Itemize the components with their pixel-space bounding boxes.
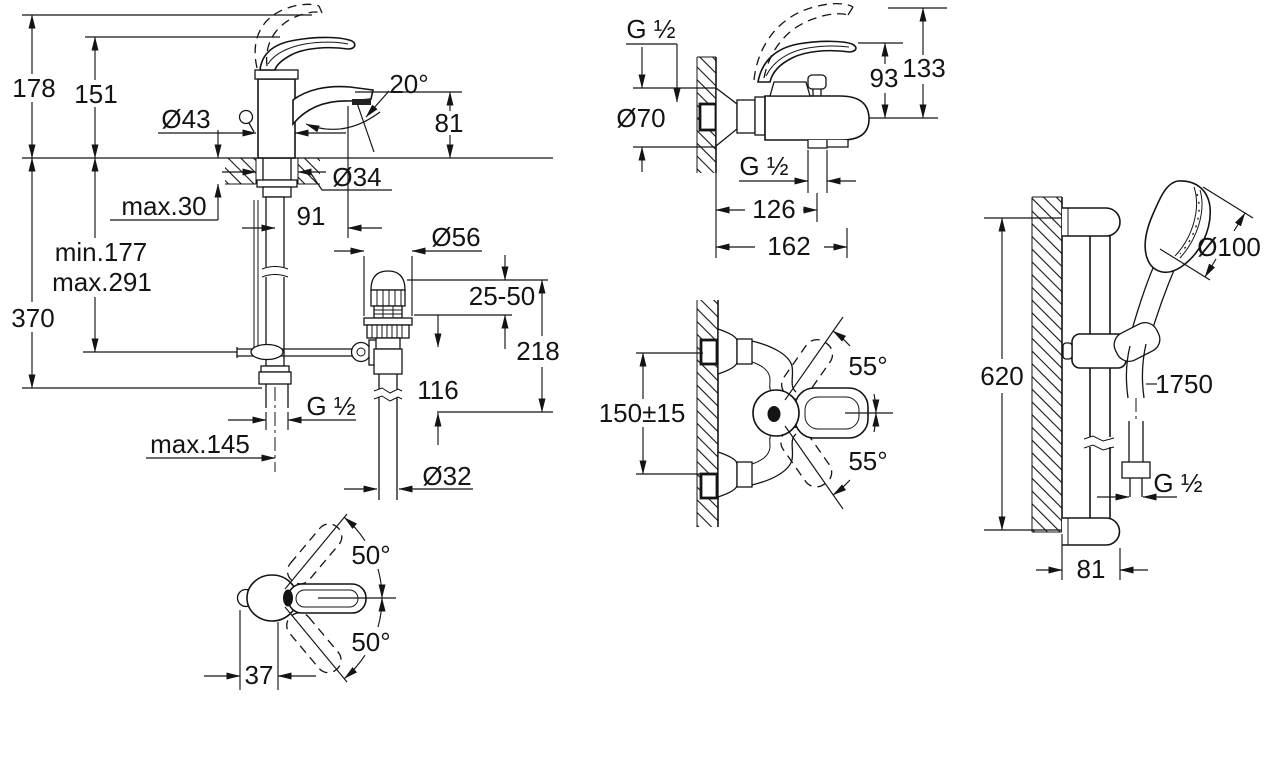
dim-hose-max: max.291 <box>52 267 152 297</box>
wall-hatch <box>1032 197 1062 532</box>
dim-spout-reach: 162 <box>767 231 810 261</box>
faucet-body <box>257 78 296 159</box>
union-nut-bottom <box>736 461 753 488</box>
dim-hose-length: 1750 <box>1155 369 1213 399</box>
dim-spout-height: 151 <box>74 79 117 109</box>
lever-top-hole <box>283 589 293 607</box>
slider-release-tab <box>1062 342 1073 360</box>
pop-up-knob <box>238 109 254 125</box>
shower-outlet-stub <box>807 140 828 149</box>
dim-wall-thread: G ½ <box>626 14 675 44</box>
lever-raised-position <box>254 3 323 69</box>
dim-body-diameter: Ø43 <box>161 104 210 134</box>
escutcheon-top <box>717 328 738 375</box>
lever-handle <box>259 36 356 71</box>
dim-tailpipe-length: 116 <box>417 375 458 405</box>
escutcheon <box>715 86 738 148</box>
dim-spout-projection: 91 <box>297 201 326 231</box>
dim-lever-swing-down: 50° <box>351 627 390 657</box>
washer <box>256 179 298 188</box>
threaded-shank <box>262 157 292 181</box>
bath-mixer-front-view: 55° 55° 150±15 <box>599 300 893 527</box>
deck-hatch-right <box>298 158 320 184</box>
bath-mixer-side-view <box>696 2 938 173</box>
dim-waste-flange-diameter: Ø56 <box>431 222 480 252</box>
rod-joint <box>250 343 284 361</box>
dim-supply-length: 370 <box>11 303 54 333</box>
dim-lever-swing-up: 50° <box>351 540 390 570</box>
diverter-knob <box>807 74 827 90</box>
deck-hatch-left <box>225 158 256 184</box>
bath-mixer-side-dimensions: G ½ Ø70 93 133 G ½ 126 162 <box>616 7 947 261</box>
dim-waste-height: 218 <box>516 336 559 366</box>
dim-bracket-depth: 81 <box>1077 554 1106 584</box>
dim-outlet-distance: 126 <box>752 194 795 224</box>
wall-bracket-top <box>1062 207 1121 237</box>
basin-mixer-dimensions: 178 151 370 min.177 max.291 Ø43 20° 81 m… <box>11 14 560 493</box>
escutcheon-bottom <box>717 451 738 498</box>
dim-head-diameter: Ø100 <box>1197 232 1261 262</box>
spout <box>292 85 374 127</box>
dim-lever-swing-down: 55° <box>848 446 887 476</box>
dim-escutcheon-diameter: Ø70 <box>616 103 665 133</box>
mounting-nut <box>262 186 292 198</box>
dim-total-height: 133 <box>902 53 945 83</box>
dim-hose-min: min.177 <box>55 237 148 267</box>
union-nut-top <box>736 338 753 365</box>
hose-union-nut <box>258 371 292 385</box>
shower-set-dimensions: 620 Ø100 1750 G ½ 81 <box>980 186 1261 584</box>
dim-flange-adjust: 25-50 <box>469 281 536 311</box>
union-hex <box>754 96 766 136</box>
aerator <box>352 99 371 105</box>
dim-shank-diameter: Ø34 <box>332 162 381 192</box>
pop-up-waste <box>363 270 413 500</box>
wall-supply-connection <box>698 102 718 132</box>
dim-supply-centers: 150±15 <box>599 398 686 428</box>
dim-lever-height: 93 <box>870 63 899 93</box>
dim-tailpipe-diameter: Ø32 <box>422 461 471 491</box>
supply-connection-bottom <box>699 472 719 500</box>
hose-union-nut <box>1121 461 1151 479</box>
lever-mount <box>769 81 811 97</box>
basin-mixer-lever-top-view: 50° 50° 37 <box>204 513 396 690</box>
dim-outlet-height: 81 <box>435 108 464 138</box>
mixer-body <box>764 95 870 141</box>
dim-spray-angle: 20° <box>389 69 428 99</box>
lever-handle <box>757 40 857 83</box>
hose-collar <box>260 365 290 373</box>
dim-lever-offset: 37 <box>245 660 274 690</box>
union-nut <box>736 99 756 134</box>
flexible-supply-hose <box>265 196 285 367</box>
dim-total-height: 178 <box>12 73 55 103</box>
rod-clamp-knob <box>350 341 372 363</box>
dim-supply-thread: G ½ <box>306 391 355 421</box>
lever-hole <box>767 406 781 422</box>
dim-lever-swing-up: 55° <box>848 351 887 381</box>
dim-rail-length: 620 <box>980 361 1023 391</box>
cartridge-cap <box>254 69 299 80</box>
dim-outlet-thread: G ½ <box>739 151 788 181</box>
shower-rail-set <box>1031 180 1211 546</box>
dim-deck-thickness: max.30 <box>121 191 206 221</box>
lever-raised-position <box>753 2 854 81</box>
basin-mixer-front-view <box>22 3 553 500</box>
wall-bracket-bottom <box>1062 517 1121 546</box>
supply-connection-top <box>699 338 719 366</box>
dim-rod-reach: max.145 <box>150 429 250 459</box>
spout-aerator <box>825 140 849 148</box>
dim-hose-thread: G ½ <box>1153 468 1202 498</box>
